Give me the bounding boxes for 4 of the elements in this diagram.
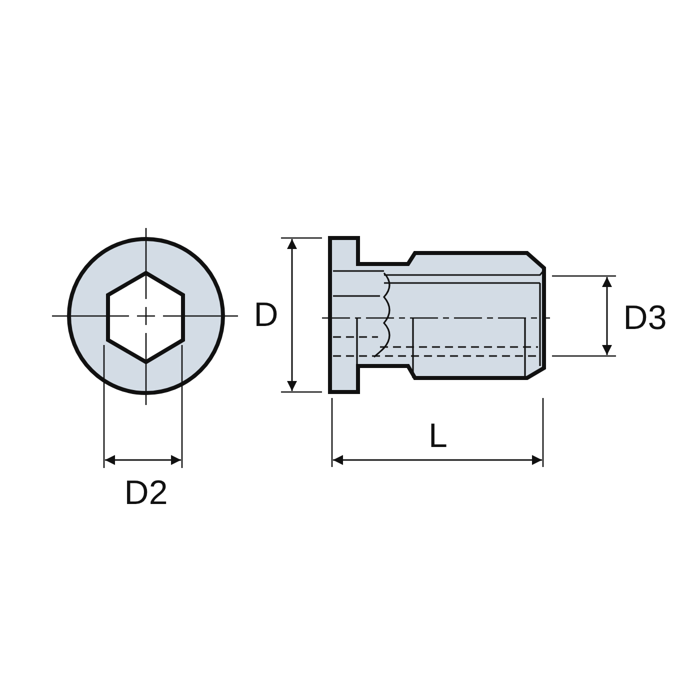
dimension-label: D [254,298,278,332]
dimension-label: D3 [623,301,667,335]
dimension-label: D2 [124,476,168,510]
dimension-label: L [428,419,448,453]
